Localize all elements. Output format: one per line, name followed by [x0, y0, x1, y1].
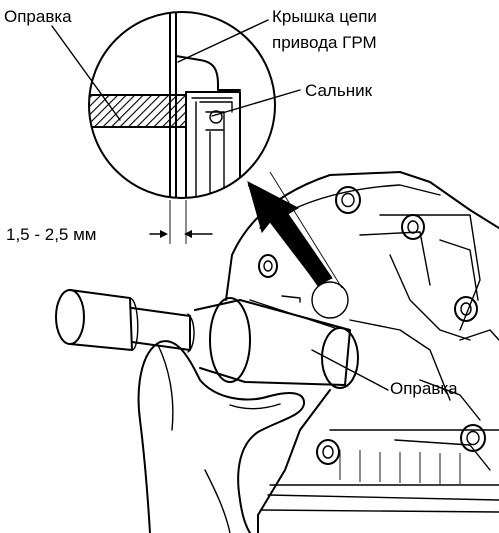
label-tool-bottom: Оправка [390, 379, 458, 398]
insertion-arrow [247, 181, 333, 286]
label-dimension: 1,5 - 2,5 мм [6, 225, 96, 244]
engine-block [225, 171, 499, 533]
bolt-6 [258, 254, 278, 278]
detail-zoom [88, 11, 276, 199]
leader-cover [177, 19, 269, 63]
bolt-3 [454, 296, 478, 322]
label-cover-line2: привода ГРМ [272, 33, 377, 52]
mandrel-tool [55, 289, 359, 389]
leader-tool-bottom [311, 349, 389, 391]
label-cover-line1: Крышка цепи [272, 7, 377, 26]
bolt-1 [335, 186, 361, 214]
leader-seal [211, 89, 301, 117]
label-tool-top: Оправка [4, 7, 72, 26]
leader-tool-top [51, 25, 121, 121]
bolt-5 [316, 439, 340, 465]
hand [137, 340, 306, 533]
label-seal: Сальник [305, 81, 373, 100]
detail-marker-circle [311, 281, 349, 319]
dimension-marker [149, 200, 213, 244]
bolt-2 [401, 214, 425, 240]
bolt-4 [460, 424, 486, 452]
